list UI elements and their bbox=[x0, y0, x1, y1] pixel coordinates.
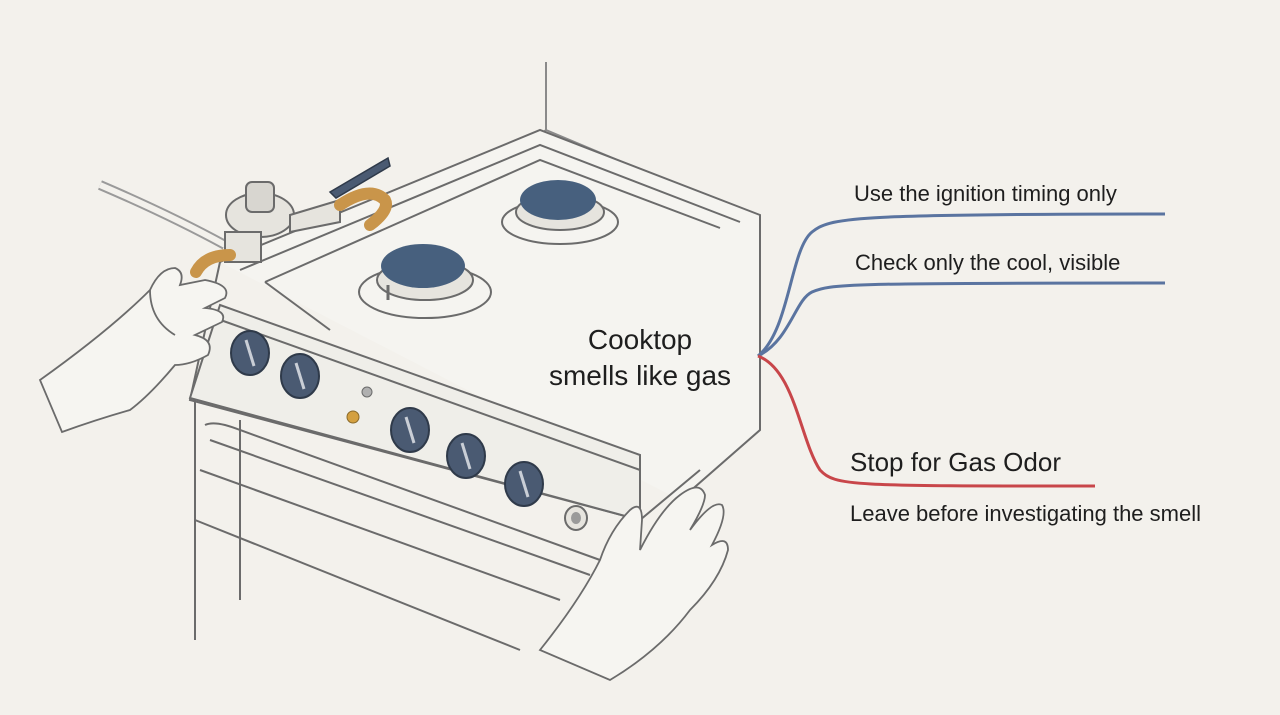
central-topic-line-1: Cooktop bbox=[587, 324, 693, 355]
branch-stop-for-gas-odor-title: Stop for Gas Odor bbox=[850, 447, 1061, 477]
small-knob bbox=[564, 505, 588, 531]
central-topic: Cooktop smells like gas bbox=[520, 322, 760, 394]
connector-branch-1 bbox=[757, 212, 1166, 358]
gas-regulator bbox=[98, 156, 391, 263]
burner-front bbox=[358, 244, 492, 319]
right-hand bbox=[538, 486, 729, 682]
knob-grips bbox=[244, 339, 530, 498]
branch-stop-for-gas-odor-detail: Leave before investigating the smell bbox=[850, 501, 1201, 526]
cooktop-surface bbox=[188, 128, 761, 522]
left-hand bbox=[38, 267, 228, 434]
oven-body bbox=[194, 400, 601, 651]
burner-back bbox=[501, 180, 619, 245]
branch-check-cool-visible: Check only the cool, visible bbox=[855, 250, 1121, 275]
indicator-light-grey bbox=[361, 386, 373, 398]
central-topic-line-2: smells like gas bbox=[548, 360, 732, 391]
gas-hose bbox=[190, 187, 392, 278]
connector-branch-2 bbox=[757, 281, 1166, 358]
indicator-light-amber bbox=[346, 410, 360, 424]
connector-branch-3 bbox=[757, 354, 1096, 488]
branch-ignition-timing: Use the ignition timing only bbox=[854, 181, 1117, 206]
